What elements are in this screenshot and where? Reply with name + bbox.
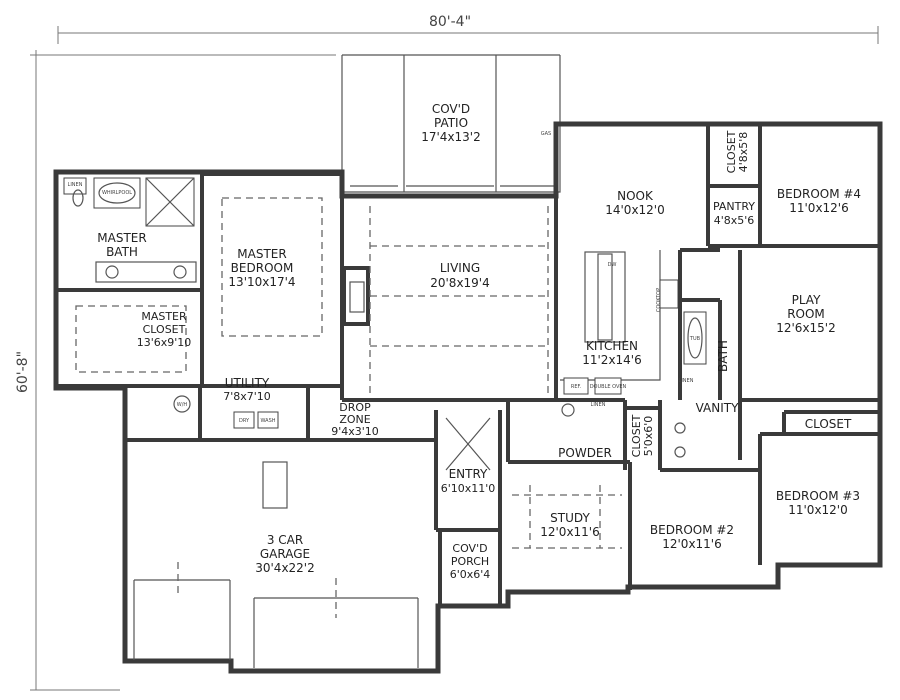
entry-size: 6'10x11'0: [441, 482, 496, 495]
drop-zone-label-2: ZONE: [339, 413, 370, 426]
study-name: STUDY: [550, 511, 590, 525]
double-oven-label: DOUBLE OVEN: [590, 384, 627, 390]
whirlpool-label: WHIRLPOOL: [102, 190, 132, 196]
garage-label-2: GARAGE: [260, 547, 310, 561]
bedroom3-name: BEDROOM #3: [776, 489, 860, 503]
porch-label-1: COV'D: [452, 542, 487, 555]
master-bedroom-label-2: BEDROOM: [231, 261, 294, 275]
bath-label: BATH: [716, 340, 730, 372]
utility-name: UTILITY: [225, 376, 270, 390]
garage-label-1: 3 CAR: [267, 533, 303, 547]
living-name: LIVING: [440, 261, 480, 275]
dw-label: DW: [608, 262, 617, 268]
powder-label: POWDER: [558, 446, 612, 460]
master-bath-fixtures: [63, 177, 197, 283]
entry-name: ENTRY: [449, 467, 488, 481]
linen2-label: LINEN: [591, 402, 606, 408]
width-dimension: 80'-4": [429, 14, 471, 30]
patio-size: 17'4x13'2: [421, 130, 481, 144]
closet-top-name: CLOSET: [725, 130, 738, 173]
bedroom3-size: 11'0x12'0: [788, 503, 848, 517]
closet-bed3-label: CLOSET: [805, 417, 852, 431]
pantry-name: PANTRY: [713, 200, 755, 213]
dimension-lines: [30, 26, 879, 691]
ceiling-lines: [75, 197, 550, 396]
study-size: 12'0x11'6: [540, 525, 600, 539]
nook-name: NOOK: [617, 189, 654, 203]
linen-label: LINEN: [68, 182, 83, 188]
bedroom2-name: BEDROOM #2: [650, 523, 734, 537]
master-bedroom-label-1: MASTER: [237, 247, 286, 261]
master-closet-label-1: MASTER: [141, 310, 187, 323]
garage-size: 30'4x22'2: [255, 561, 315, 575]
exterior-wall: [53, 121, 883, 674]
wh-label: W/H: [177, 402, 188, 408]
depth-dimension: 60'-8": [15, 351, 31, 393]
patio-label-2: PATIO: [434, 116, 468, 130]
master-closet-label-2: CLOSET: [143, 323, 186, 336]
interior-walls: [56, 124, 880, 668]
utility-fixtures: [173, 395, 279, 429]
closet-top-size: 4'8x5'8: [737, 132, 750, 173]
gas-label: GAS: [541, 131, 551, 137]
drop-zone-size: 9'4x3'10: [331, 425, 379, 438]
master-closet-size: 13'6x9'10: [137, 336, 192, 349]
closet-mid-size: 5'0x6'0: [642, 416, 655, 457]
dryer-label: DRY: [239, 418, 250, 424]
playroom-label-2: ROOM: [787, 307, 825, 321]
porch-size: 6'0x6'4: [450, 568, 491, 581]
porch-label-2: PORCH: [451, 555, 489, 568]
utility-size: 7'8x7'10: [223, 390, 271, 403]
ref-label: REF.: [571, 384, 582, 390]
tub-label: TUB: [689, 336, 701, 342]
cooktop-label: COOKTOP: [656, 288, 662, 312]
living-size: 20'8x19'4: [430, 276, 490, 290]
playroom-size: 12'6x15'2: [776, 321, 836, 335]
master-bath-label-2: BATH: [106, 245, 138, 259]
playroom-label-1: PLAY: [792, 293, 821, 307]
kitchen-size: 11'2x14'6: [582, 353, 642, 367]
kitchen-name: KITCHEN: [586, 339, 638, 353]
bedroom4-size: 11'0x12'6: [789, 201, 849, 215]
master-bath-label-1: MASTER: [97, 231, 146, 245]
vanity-label: VANITY: [696, 401, 739, 415]
pantry-size: 4'8x5'6: [714, 214, 755, 227]
linen3-label: LINEN: [679, 378, 694, 384]
patio-label-1: COV'D: [432, 102, 470, 116]
closet-mid-name: CLOSET: [630, 414, 643, 457]
washer-label: WASH: [260, 418, 275, 424]
master-bedroom-size: 13'10x17'4: [228, 275, 295, 289]
nook-size: 14'0x12'0: [605, 203, 665, 217]
drop-zone-label-1: DROP: [339, 401, 371, 414]
bedroom2-size: 12'0x11'6: [662, 537, 722, 551]
bedroom4-name: BEDROOM #4: [777, 187, 861, 201]
